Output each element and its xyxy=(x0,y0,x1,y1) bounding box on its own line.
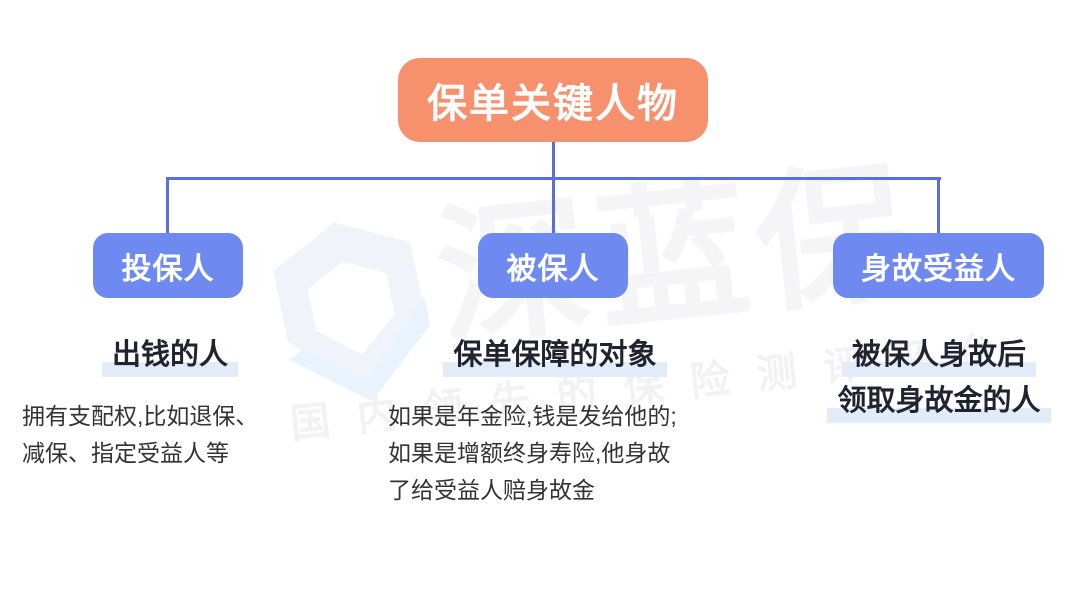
connector-drop-right xyxy=(937,177,940,235)
connector-drop-left xyxy=(166,177,169,235)
policyholder-description: 拥有支配权,比如退保、 减保、指定受益人等 xyxy=(22,398,332,472)
policyholder-heading-line: 出钱的人 xyxy=(101,338,238,377)
root-node-policy-key-people: 保单关键人物 xyxy=(398,58,708,142)
beneficiary-heading-line: 领取身故金的人 xyxy=(827,384,1051,423)
insured-description: 如果是年金险,钱是发给他的; 如果是增额终身寿险,他身故 了给受益人赔身故金 xyxy=(388,398,743,509)
policyholder-description-line: 拥有支配权,比如退保、 xyxy=(22,403,259,429)
root-node-label: 保单关键人物 xyxy=(427,82,679,126)
node-policyholder: 投保人 xyxy=(93,233,243,298)
node-death-beneficiary: 身故受益人 xyxy=(833,233,1044,298)
insured-heading-line: 保单保障的对象 xyxy=(443,338,667,377)
insured-heading: 保单保障的对象 xyxy=(420,332,690,378)
connector-drop-middle xyxy=(552,177,555,235)
watermark-shield-check-icon xyxy=(260,204,445,416)
node-insured: 被保人 xyxy=(478,233,628,298)
node-policyholder-label: 投保人 xyxy=(121,252,215,286)
insured-description-line: 如果是增额终身寿险,他身故 xyxy=(388,440,671,466)
beneficiary-heading-line: 被保人身故后 xyxy=(841,338,1036,377)
policyholder-description-line: 减保、指定受益人等 xyxy=(22,440,229,466)
connector-root-stem xyxy=(552,140,555,180)
insured-description-line: 了给受益人赔身故金 xyxy=(388,477,595,503)
policyholder-heading: 出钱的人 xyxy=(40,332,300,378)
insured-description-line: 如果是年金险,钱是发给他的; xyxy=(388,403,677,429)
node-insured-label: 被保人 xyxy=(506,252,600,286)
beneficiary-heading: 被保人身故后 领取身故金的人 xyxy=(808,332,1070,424)
node-death-beneficiary-label: 身故受益人 xyxy=(861,252,1016,286)
